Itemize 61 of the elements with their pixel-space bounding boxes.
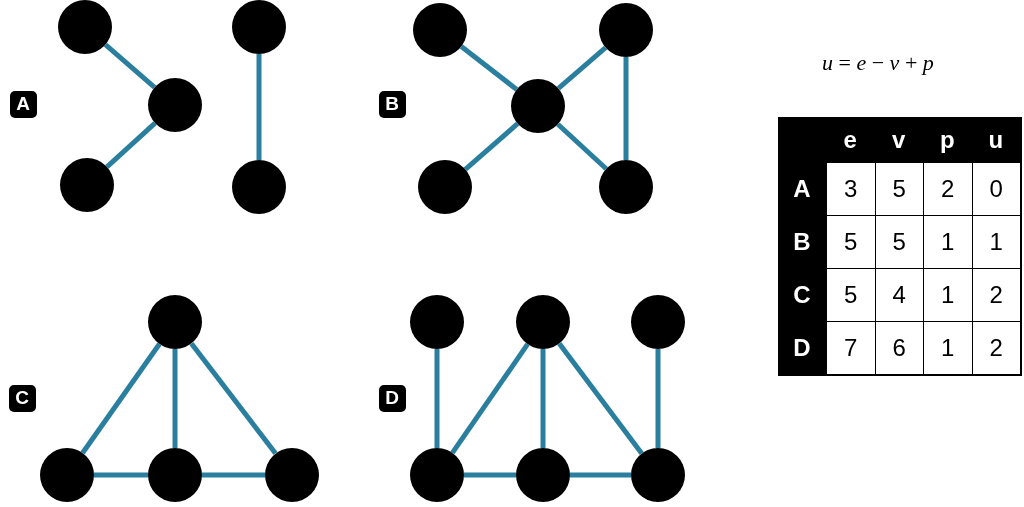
table-cell: 1 [924, 322, 972, 374]
graph-edge [540, 349, 546, 448]
vertex-dot [58, 0, 112, 54]
graph-edge [105, 121, 157, 169]
vertex-dot [516, 448, 570, 502]
graph-edge [103, 42, 157, 90]
graph-edge [556, 122, 608, 171]
graph-edge [623, 57, 629, 160]
table-cell: 1 [972, 216, 1020, 268]
graph-edge [202, 472, 265, 478]
graph-edge [557, 342, 644, 455]
vertex-dot [60, 158, 114, 212]
panel-label-badge: A [9, 90, 37, 118]
vertex-dot [511, 79, 565, 133]
graph-edge [80, 342, 162, 455]
vertex-dot [148, 78, 202, 132]
graph-edge [556, 45, 608, 91]
vertex-dot [265, 448, 319, 502]
vertex-dot [148, 295, 202, 349]
vertex-dot [232, 0, 286, 54]
graph-edge [172, 349, 178, 448]
vertex-dot [516, 295, 570, 349]
table-cell: 3 [827, 163, 875, 215]
vertex-dot [599, 160, 653, 214]
graph-edge [450, 342, 530, 455]
table-cell: 1 [924, 216, 972, 268]
formula: u = e − v + p [822, 50, 934, 76]
vertex-dot [418, 160, 472, 214]
vertex-dot [410, 295, 464, 349]
table-cell: 0 [972, 163, 1020, 215]
graph-edge [464, 472, 516, 478]
table-cell: 7 [827, 322, 875, 374]
table-cell: 5 [875, 216, 923, 268]
table-cell: 5 [875, 163, 923, 215]
table-cell: 1 [924, 269, 972, 321]
graph-edge [459, 44, 519, 92]
table-cell: 6 [875, 322, 923, 374]
graph-edge [570, 472, 631, 478]
graph-edge [189, 341, 278, 456]
panel-label-badge: D [378, 384, 406, 412]
table-cell: 5 [827, 216, 875, 268]
vertex-dot [410, 448, 464, 502]
graph-edge [434, 349, 440, 448]
vertex-dot [413, 3, 467, 57]
graph-edge [463, 121, 520, 172]
table-cell: 5 [827, 269, 875, 321]
panel-label-badge: C [8, 384, 36, 412]
table-cell: 2 [924, 163, 972, 215]
table-cell: 2 [972, 269, 1020, 321]
vertex-dot [599, 3, 653, 57]
table-cell: 4 [875, 269, 923, 321]
panel-label-badge: B [378, 90, 406, 118]
vertex-dot [148, 448, 202, 502]
graph-edge [94, 472, 148, 478]
table-cell: 2 [972, 322, 1020, 374]
vertex-dot [232, 160, 286, 214]
vertex-dot [631, 448, 685, 502]
graph-edge [256, 54, 262, 160]
vertex-dot [40, 448, 94, 502]
vertex-dot [631, 295, 685, 349]
graph-edge [655, 349, 661, 448]
